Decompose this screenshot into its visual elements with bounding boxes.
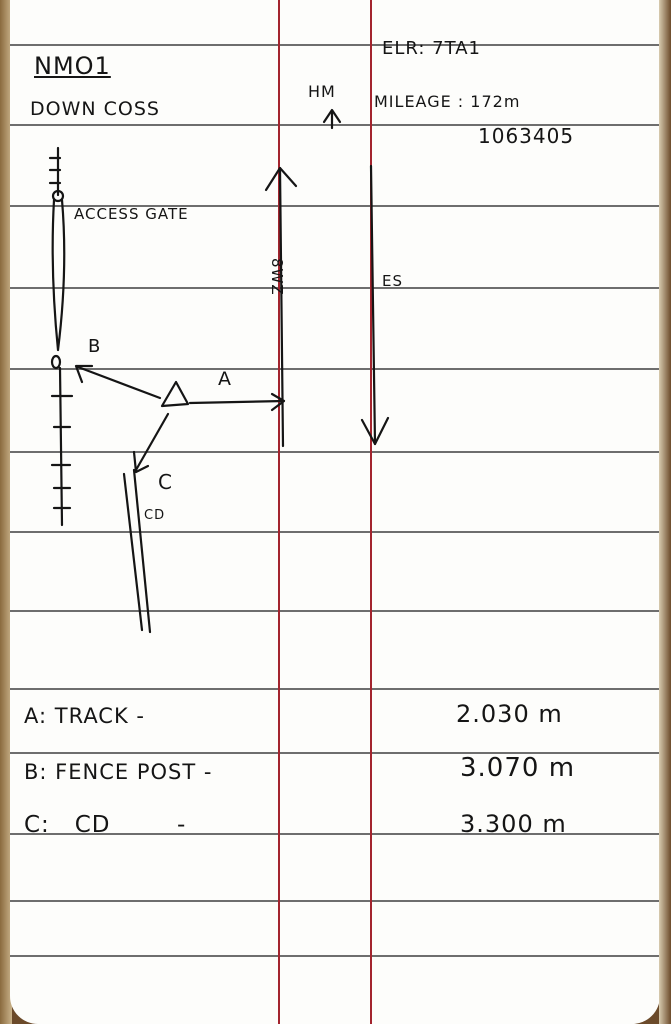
measurement-value: 2.030 m — [456, 700, 563, 728]
ruled-line — [10, 610, 660, 612]
ruled-line — [10, 205, 660, 207]
ruled-line — [10, 124, 660, 126]
location-label: DOWN COSS — [30, 98, 160, 120]
track-down-line — [369, 164, 377, 446]
site-id: NMO1 — [34, 52, 111, 80]
elr-label: ELR: 7TA1 — [382, 38, 481, 59]
ruled-line — [10, 44, 660, 46]
access-gate-label: ACCESS GATE — [74, 205, 189, 223]
margin-line-right — [370, 0, 372, 1024]
ruled-line — [10, 833, 660, 835]
fence-line-bottom — [58, 366, 64, 527]
ruled-line — [10, 531, 660, 533]
cd-label: CD — [144, 508, 166, 523]
mileage-label: MILEAGE : 172m — [374, 92, 521, 111]
measurement-label: C: CD - — [24, 812, 187, 838]
direction-arrow-icon — [322, 108, 342, 124]
ruled-line — [10, 688, 660, 690]
measurement-label: A: TRACK - — [24, 704, 145, 728]
site-sketch — [48, 108, 390, 634]
survey-point-triangle-icon — [160, 380, 190, 408]
measurement-value: 3.300 m — [460, 810, 567, 838]
gate-post-icon — [51, 189, 65, 203]
cable-duct-line-1 — [122, 472, 144, 632]
ruled-line — [10, 451, 660, 453]
access-gate-icon — [51, 198, 66, 352]
track-label-right: ES — [382, 272, 403, 290]
point-b-label: B — [88, 336, 102, 357]
direction-label: HM — [308, 82, 336, 101]
notebook-binding-right — [659, 0, 671, 1024]
ruled-line — [10, 900, 660, 902]
notebook-binding-left — [0, 0, 12, 1024]
ruled-line — [10, 287, 660, 289]
up-arrow-icon — [264, 166, 298, 192]
track-up-line — [278, 166, 285, 448]
margin-line-left — [278, 0, 280, 1024]
arrow-c — [134, 412, 170, 472]
notebook-page: NMO1 DOWN COSS ELR: 7TA1 HM MILEAGE : 17… — [10, 0, 660, 1024]
ruled-line — [10, 955, 660, 957]
cable-duct-line-2 — [132, 468, 152, 634]
point-a-label: A — [218, 368, 232, 390]
ruled-line — [10, 752, 660, 754]
measurement-label: B: FENCE POST - — [24, 760, 213, 784]
down-arrow-icon — [360, 416, 390, 446]
arrow-a — [188, 399, 286, 405]
reference-number: 1063405 — [478, 124, 575, 148]
measurement-value: 3.070 m — [460, 753, 576, 783]
ruled-line — [10, 368, 660, 370]
point-c-label: C — [158, 470, 173, 494]
fence-post-icon — [50, 354, 62, 370]
arrow-b — [76, 365, 162, 400]
